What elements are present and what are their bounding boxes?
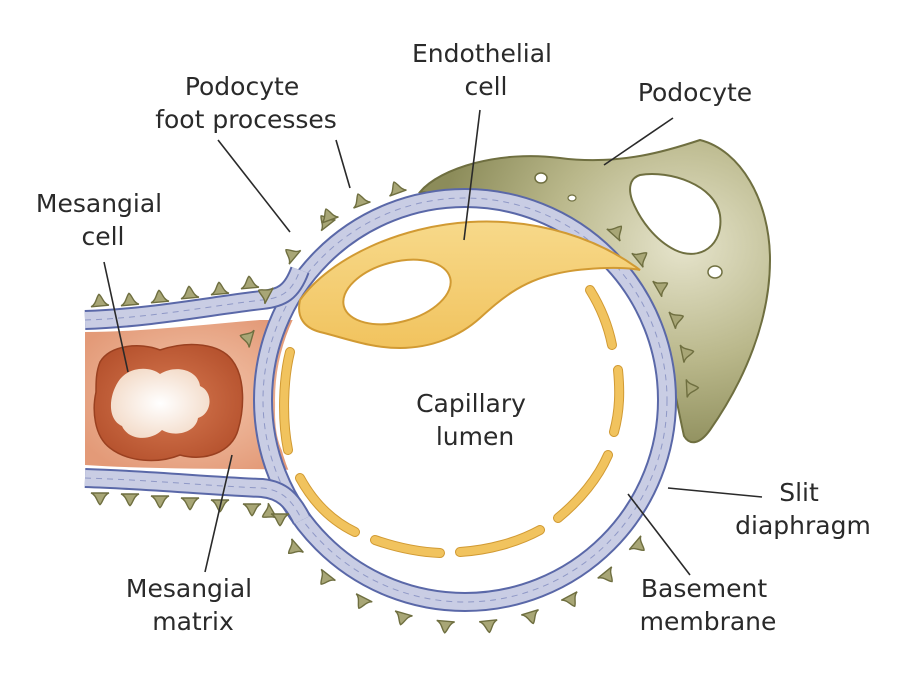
label-mesangial-cell: Mesangial cell xyxy=(36,189,170,251)
foot-process xyxy=(90,492,110,506)
basement-membrane xyxy=(84,188,677,612)
leader-slit-diaphragm xyxy=(667,487,763,498)
foot-process xyxy=(321,208,339,224)
label-mesangial-matrix: Mesangial matrix xyxy=(126,574,260,636)
foot-process xyxy=(436,619,455,634)
foot-process xyxy=(560,591,578,608)
foot-process xyxy=(257,287,274,305)
foot-process xyxy=(679,344,695,363)
label-basement-membrane: Basement membrane xyxy=(640,574,777,636)
foot-process xyxy=(240,275,260,290)
foot-process xyxy=(150,495,170,509)
foot-process xyxy=(355,593,373,609)
foot-process xyxy=(353,193,371,209)
foot-process xyxy=(320,568,336,585)
label-endothelial-cell: Endothelial cell xyxy=(412,39,560,101)
foot-process xyxy=(389,181,407,197)
foot-process xyxy=(239,329,255,348)
leader-podocyte xyxy=(603,117,674,166)
foot-process xyxy=(628,535,645,552)
endothelial-nucleus xyxy=(342,258,452,326)
foot-process xyxy=(210,281,230,296)
foot-process xyxy=(120,292,140,307)
podocyte-pore xyxy=(707,265,723,279)
foot-process xyxy=(521,608,539,625)
label-podocyte: Podocyte xyxy=(638,78,752,107)
foot-process xyxy=(606,225,623,242)
foot-process xyxy=(242,503,262,517)
foot-process xyxy=(652,280,669,298)
leader-foot-processes-2 xyxy=(335,139,351,189)
leader-basement-membrane xyxy=(627,493,691,576)
podocyte-pore xyxy=(567,194,577,202)
foot-process xyxy=(120,493,140,507)
foot-process xyxy=(479,619,498,634)
foot-process xyxy=(597,566,613,583)
foot-process xyxy=(270,513,290,527)
leader-mesangial-cell xyxy=(103,261,129,373)
foot-process xyxy=(394,610,413,626)
endothelial-lining xyxy=(279,285,625,558)
foot-process xyxy=(180,497,200,511)
label-podocyte-foot-processes: Podocyte foot processes xyxy=(155,72,337,134)
label-capillary-lumen: Capillary lumen xyxy=(416,389,534,451)
foot-process xyxy=(668,311,685,330)
podocyte-pore xyxy=(534,172,548,184)
foot-process xyxy=(631,252,648,268)
foot-process xyxy=(285,248,302,265)
leader-foot-processes-1 xyxy=(217,139,291,233)
foot-process xyxy=(685,379,700,398)
podocyte-vacuole xyxy=(629,173,722,255)
foot-process xyxy=(180,285,200,300)
label-slit-diaphragm: Slit diaphragm xyxy=(735,478,871,540)
leader-mesangial-matrix xyxy=(204,454,233,573)
foot-process xyxy=(90,293,110,308)
foot-process xyxy=(150,289,170,304)
leader-endothelial-cell xyxy=(463,109,481,241)
mesangial-cell-nucleus xyxy=(110,368,210,438)
foot-process xyxy=(287,538,304,555)
